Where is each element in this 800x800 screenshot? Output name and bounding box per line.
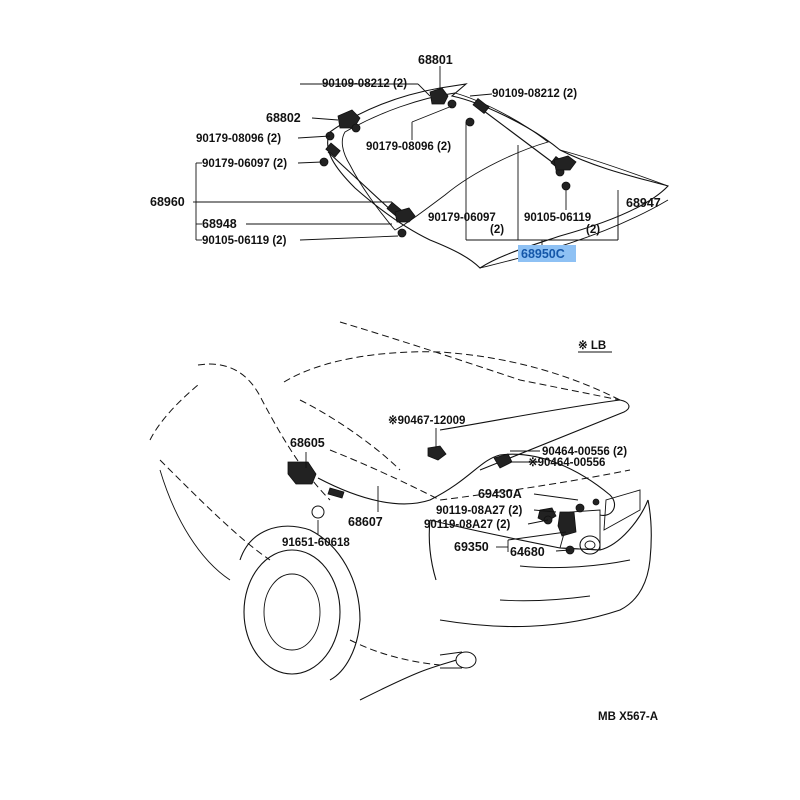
callout-90109-08212-right: 90109-08212 (2) — [492, 88, 577, 100]
callout-90179-06097-left: 90179-06097 (2) — [202, 158, 287, 170]
callout-90105-06119-right-qty: (2) — [586, 224, 600, 236]
callout-90464-00556-a: 90464-00556 (2) — [542, 446, 627, 458]
callout-69350: 69350 — [454, 540, 489, 554]
callout-68950C[interactable]: 68950C — [521, 247, 565, 261]
callout-68605: 68605 — [290, 436, 325, 450]
hatch-assembly-drawing — [319, 83, 670, 269]
figure-code: MB X567-A — [598, 711, 658, 723]
callout-90109-08212-left: 90109-08212 (2) — [322, 78, 407, 90]
callout-90467-12009: ※90467-12009 — [388, 414, 465, 427]
callout-90105-06119-left: 90105-06119 (2) — [202, 235, 287, 247]
callout-90119-08A27-b: 90119-08A27 (2) — [424, 519, 510, 531]
callout-68948: 68948 — [202, 217, 237, 231]
callout-90105-06119-right: 90105-06119 — [524, 212, 591, 224]
callout-90179-06097-right-qty: (2) — [490, 224, 504, 236]
callout-68801: 68801 — [418, 53, 453, 67]
callout-68947: 68947 — [626, 196, 661, 210]
callout-91651-60618: 91651-60618 — [282, 537, 350, 549]
note-lb: ※ LB — [578, 339, 606, 352]
callout-69430A: 69430A — [478, 487, 522, 501]
callout-90179-08096-left: 90179-08096 (2) — [196, 133, 281, 145]
callout-68960: 68960 — [150, 195, 185, 209]
callout-64680: 64680 — [510, 545, 545, 559]
callout-90179-06097-right: 90179-06097 — [428, 212, 496, 224]
callout-90179-08096-right: 90179-08096 (2) — [366, 141, 451, 153]
callout-90464-00556-b: ※90464-00556 — [528, 456, 605, 469]
callout-68607: 68607 — [348, 515, 383, 529]
car-rear-drawing — [149, 321, 652, 701]
callout-90119-08A27-a: 90119-08A27 (2) — [436, 505, 522, 517]
highlight-box-68950C — [518, 245, 576, 262]
bottom-leader-lines — [305, 428, 579, 552]
callout-68802: 68802 — [266, 111, 301, 125]
top-leader-lines — [193, 66, 619, 248]
